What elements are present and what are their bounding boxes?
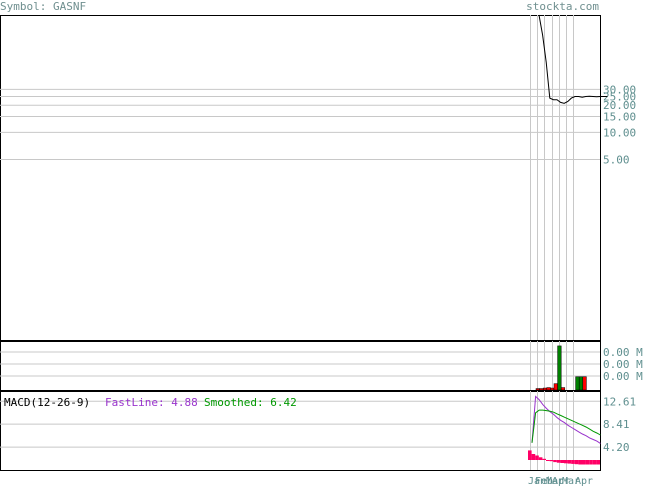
volume-bar	[542, 387, 548, 391]
macd-histogram-bar	[592, 460, 597, 465]
macd-histogram-bar	[582, 460, 586, 465]
macd-histogram-bar	[578, 460, 582, 465]
volume-bar	[557, 345, 562, 391]
macd-histogram-bar	[535, 455, 539, 460]
x-tick-label: Mar	[562, 476, 580, 486]
site-name: stockta.com	[526, 0, 599, 13]
price-tick-label: 30.00	[603, 83, 636, 96]
volume-bar	[550, 387, 555, 391]
price-tick-label: 20.00	[603, 99, 636, 112]
macd-histogram-bar	[542, 458, 546, 460]
macd-tick-label: 12.61	[603, 395, 636, 408]
volume-bar	[535, 388, 540, 391]
price-tick-label: 25.00	[603, 90, 636, 103]
x-tick-label: Mar	[546, 476, 564, 486]
x-tick-label: Apr	[575, 476, 593, 486]
macd-histogram-bar	[571, 460, 575, 464]
volume-bar	[578, 376, 584, 391]
macd-histogram-bar	[574, 460, 579, 465]
symbol-label: Symbol: GASNF	[0, 0, 87, 13]
macd-label: MACD(12-26-9)	[4, 396, 90, 409]
macd-histogram-bar	[549, 460, 554, 462]
macd-histogram-bar	[546, 460, 550, 461]
volume-bar	[539, 388, 544, 391]
volume-bar	[560, 387, 566, 391]
macd-histogram-bar	[596, 460, 600, 465]
macd-histogram-bar	[538, 457, 543, 460]
x-tick-label: Jan	[528, 476, 546, 486]
macd-histogram-bar	[531, 454, 536, 460]
macd-tick-label: 8.41	[603, 418, 630, 431]
x-tick-label: Feb	[535, 476, 553, 486]
price-tick-label: 10.00	[603, 126, 636, 139]
price-panel	[0, 15, 601, 341]
macd-smoothed-label: Smoothed: 6.42	[204, 396, 297, 409]
volume-panel	[0, 341, 601, 391]
macd-fast-line	[531, 395, 601, 444]
volume-tick-label: 0.00 M	[603, 346, 643, 359]
price-line	[538, 14, 608, 104]
price-tick-label: 5.00	[603, 154, 630, 167]
volume-tick-label: 0.00 M	[603, 358, 643, 371]
volume-bar	[582, 376, 587, 391]
macd-smoothed-line	[531, 409, 601, 443]
macd-histogram-bar	[553, 460, 557, 463]
macd-histogram-bar	[560, 460, 564, 463]
macd-histogram-bar	[528, 450, 532, 460]
volume-bar	[553, 383, 558, 391]
volume-bar	[546, 387, 551, 391]
macd-tick-label: 4.20	[603, 441, 630, 454]
volume-bar	[575, 376, 580, 391]
macd-histogram-bar	[589, 460, 593, 465]
macd-histogram-bar	[585, 460, 590, 465]
price-tick-label: 15.00	[603, 110, 636, 123]
macd-histogram-bar	[564, 460, 568, 464]
macd-histogram-bar	[556, 460, 561, 463]
macd-fast-label: FastLine: 4.88	[105, 396, 198, 409]
macd-histogram-bar	[567, 460, 572, 464]
volume-tick-label: 0.00 M	[603, 370, 643, 383]
macd-panel	[0, 391, 601, 471]
x-tick-label: Apr	[552, 476, 570, 486]
